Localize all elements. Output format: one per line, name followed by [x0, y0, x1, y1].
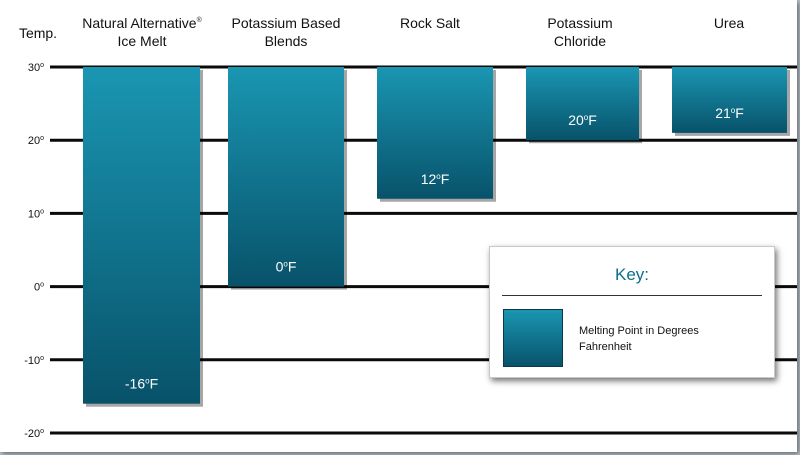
y-axis-title: Temp. [19, 25, 57, 41]
y-tick-label: 0o [34, 282, 44, 294]
category-label: Potassium [547, 15, 612, 31]
category-label: Natural Alternative® [82, 15, 202, 31]
legend-divider [502, 295, 762, 296]
bar [377, 67, 493, 199]
category-label: Blends [265, 33, 308, 49]
y-tick-label: 30o [28, 62, 44, 74]
category-label: Chloride [554, 33, 606, 49]
legend-key: Key: Melting Point in Degrees Fahrenheit [489, 246, 775, 378]
category-label: Ice Melt [117, 33, 166, 49]
bar [83, 67, 200, 404]
category-label: Potassium Based [232, 15, 341, 31]
legend-title: Key: [614, 265, 650, 284]
bar [228, 67, 344, 287]
y-tick-label: -20o [24, 428, 44, 440]
bar-value-label: 12oF [421, 171, 450, 187]
y-tick-label: 20o [28, 135, 44, 147]
category-label: Rock Salt [400, 15, 460, 31]
bar [672, 67, 787, 133]
bar [526, 67, 639, 141]
category-label: Urea [714, 15, 745, 31]
bar-value-label: -16oF [125, 376, 158, 392]
bar-value-label: 20oF [568, 112, 597, 128]
legend-entry-label: Melting Point in Degrees Fahrenheit [579, 325, 699, 353]
y-tick-label: 10o [28, 208, 44, 220]
bar-value-label: 21oF [715, 105, 744, 121]
bar-value-label: 0oF [276, 259, 297, 275]
y-tick-label: -10o [24, 355, 44, 367]
legend-swatch [503, 309, 563, 367]
